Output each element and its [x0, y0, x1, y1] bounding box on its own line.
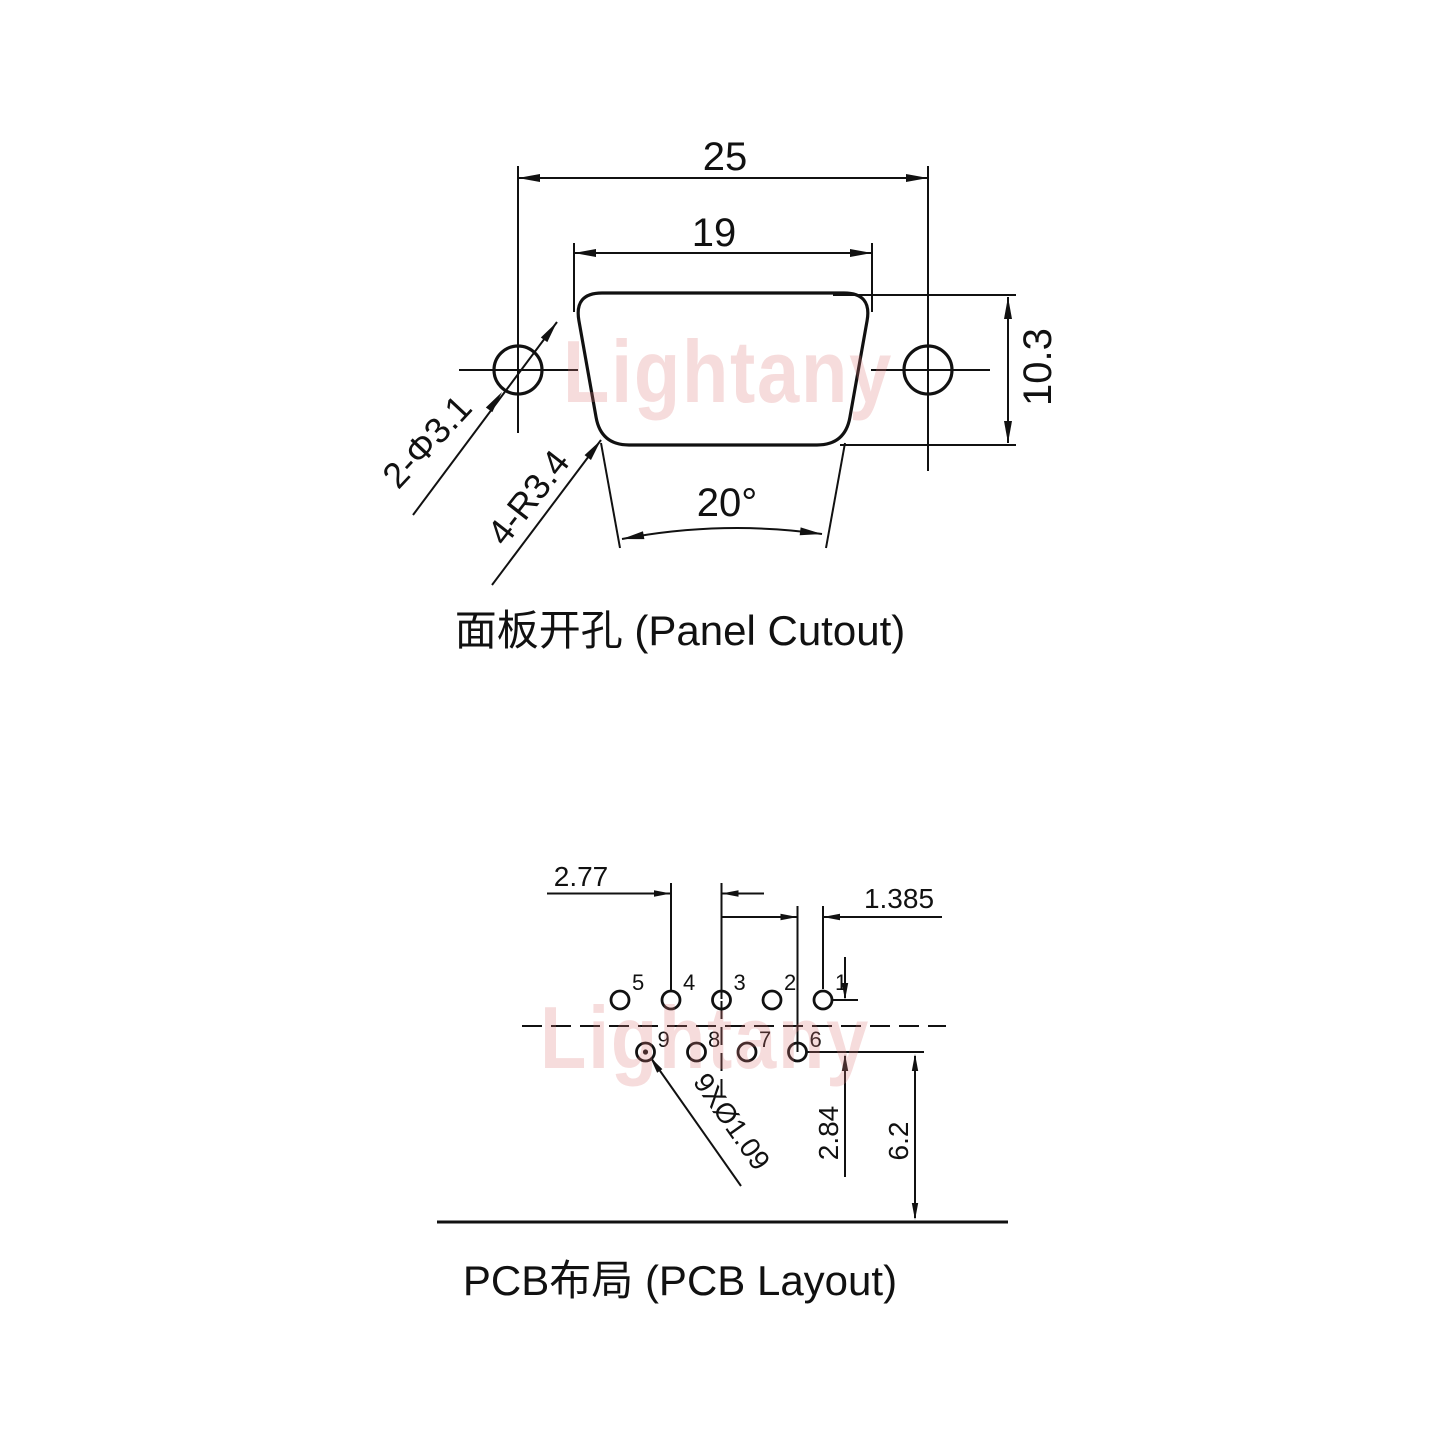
- dim-height-label: 10.3: [1016, 328, 1060, 406]
- pin-hole-7: [736, 1041, 758, 1063]
- angle-ext-right: [825, 442, 846, 549]
- pin-9-center-dot: [642, 1049, 649, 1055]
- dim-row-spacing-label: 2.84: [813, 1106, 844, 1161]
- dim-pitch-label: 2.77: [554, 861, 609, 892]
- pin-hole-8: [686, 1041, 707, 1063]
- watermark-top: Lightany: [563, 322, 893, 421]
- angle-ext-left: [600, 442, 621, 549]
- panel-cutout-caption: 面板开孔 (Panel Cutout): [455, 607, 905, 654]
- dim-angle-label: 20°: [697, 481, 758, 525]
- pin-hole-5: [609, 989, 631, 1011]
- leader-holes-line: [412, 321, 558, 516]
- pin-label-8: 8: [708, 1027, 720, 1052]
- pin-label-4: 4: [683, 970, 695, 995]
- angle-arc: [621, 527, 823, 540]
- leader-radius-line: [491, 439, 602, 586]
- pin-label-7: 7: [759, 1027, 771, 1052]
- pin-label-3: 3: [734, 970, 746, 995]
- leader-pcb-holes-line: [650, 1057, 742, 1187]
- dsub-cutout-outline: [576, 291, 870, 447]
- pin-label-9: 9: [658, 1027, 670, 1052]
- pcb-layout-caption: PCB布局 (PCB Layout): [463, 1257, 897, 1304]
- pin-label-6: 6: [810, 1027, 822, 1052]
- callout-holes-label: 2-Φ3.1: [374, 387, 480, 496]
- pin-hole-9: [635, 1041, 656, 1063]
- pin-label-5: 5: [632, 970, 644, 995]
- pin-label-2: 2: [784, 970, 796, 995]
- dim-inner-width-label: 19: [692, 211, 737, 255]
- pin-hole-2: [761, 989, 783, 1011]
- dim-edge-distance-label: 6.2: [883, 1122, 914, 1161]
- dim-half-pitch-label: 1.385: [864, 883, 934, 914]
- dim-outer-width-label: 25: [703, 135, 748, 179]
- watermark-bottom: Lightany: [540, 988, 870, 1087]
